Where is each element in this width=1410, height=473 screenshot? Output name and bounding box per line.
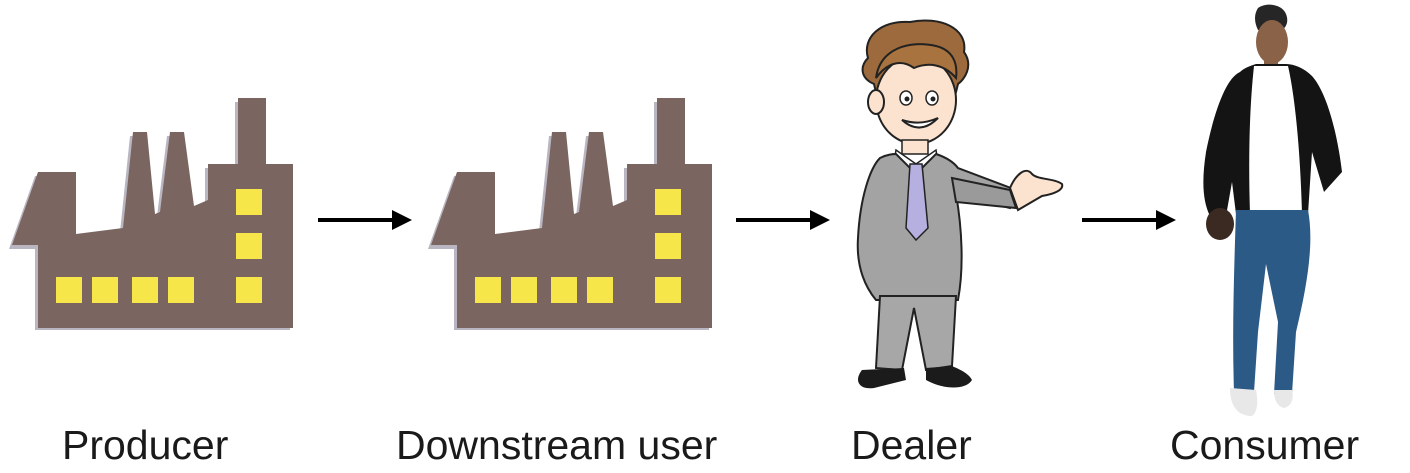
label-downstream-user: Downstream user xyxy=(396,422,718,468)
producer-factory-icon xyxy=(9,98,293,330)
arrow-producer-to-downstream xyxy=(318,210,412,230)
arrow-downstream-to-dealer xyxy=(736,210,830,230)
consumer-walking-man-icon xyxy=(1203,4,1342,416)
arrow-dealer-to-consumer xyxy=(1082,210,1176,230)
label-producer: Producer xyxy=(62,422,229,468)
dealer-salesman-icon xyxy=(856,19,1064,389)
label-dealer: Dealer xyxy=(851,422,972,468)
downstream-factory-icon xyxy=(428,98,712,330)
label-consumer: Consumer xyxy=(1170,422,1360,468)
